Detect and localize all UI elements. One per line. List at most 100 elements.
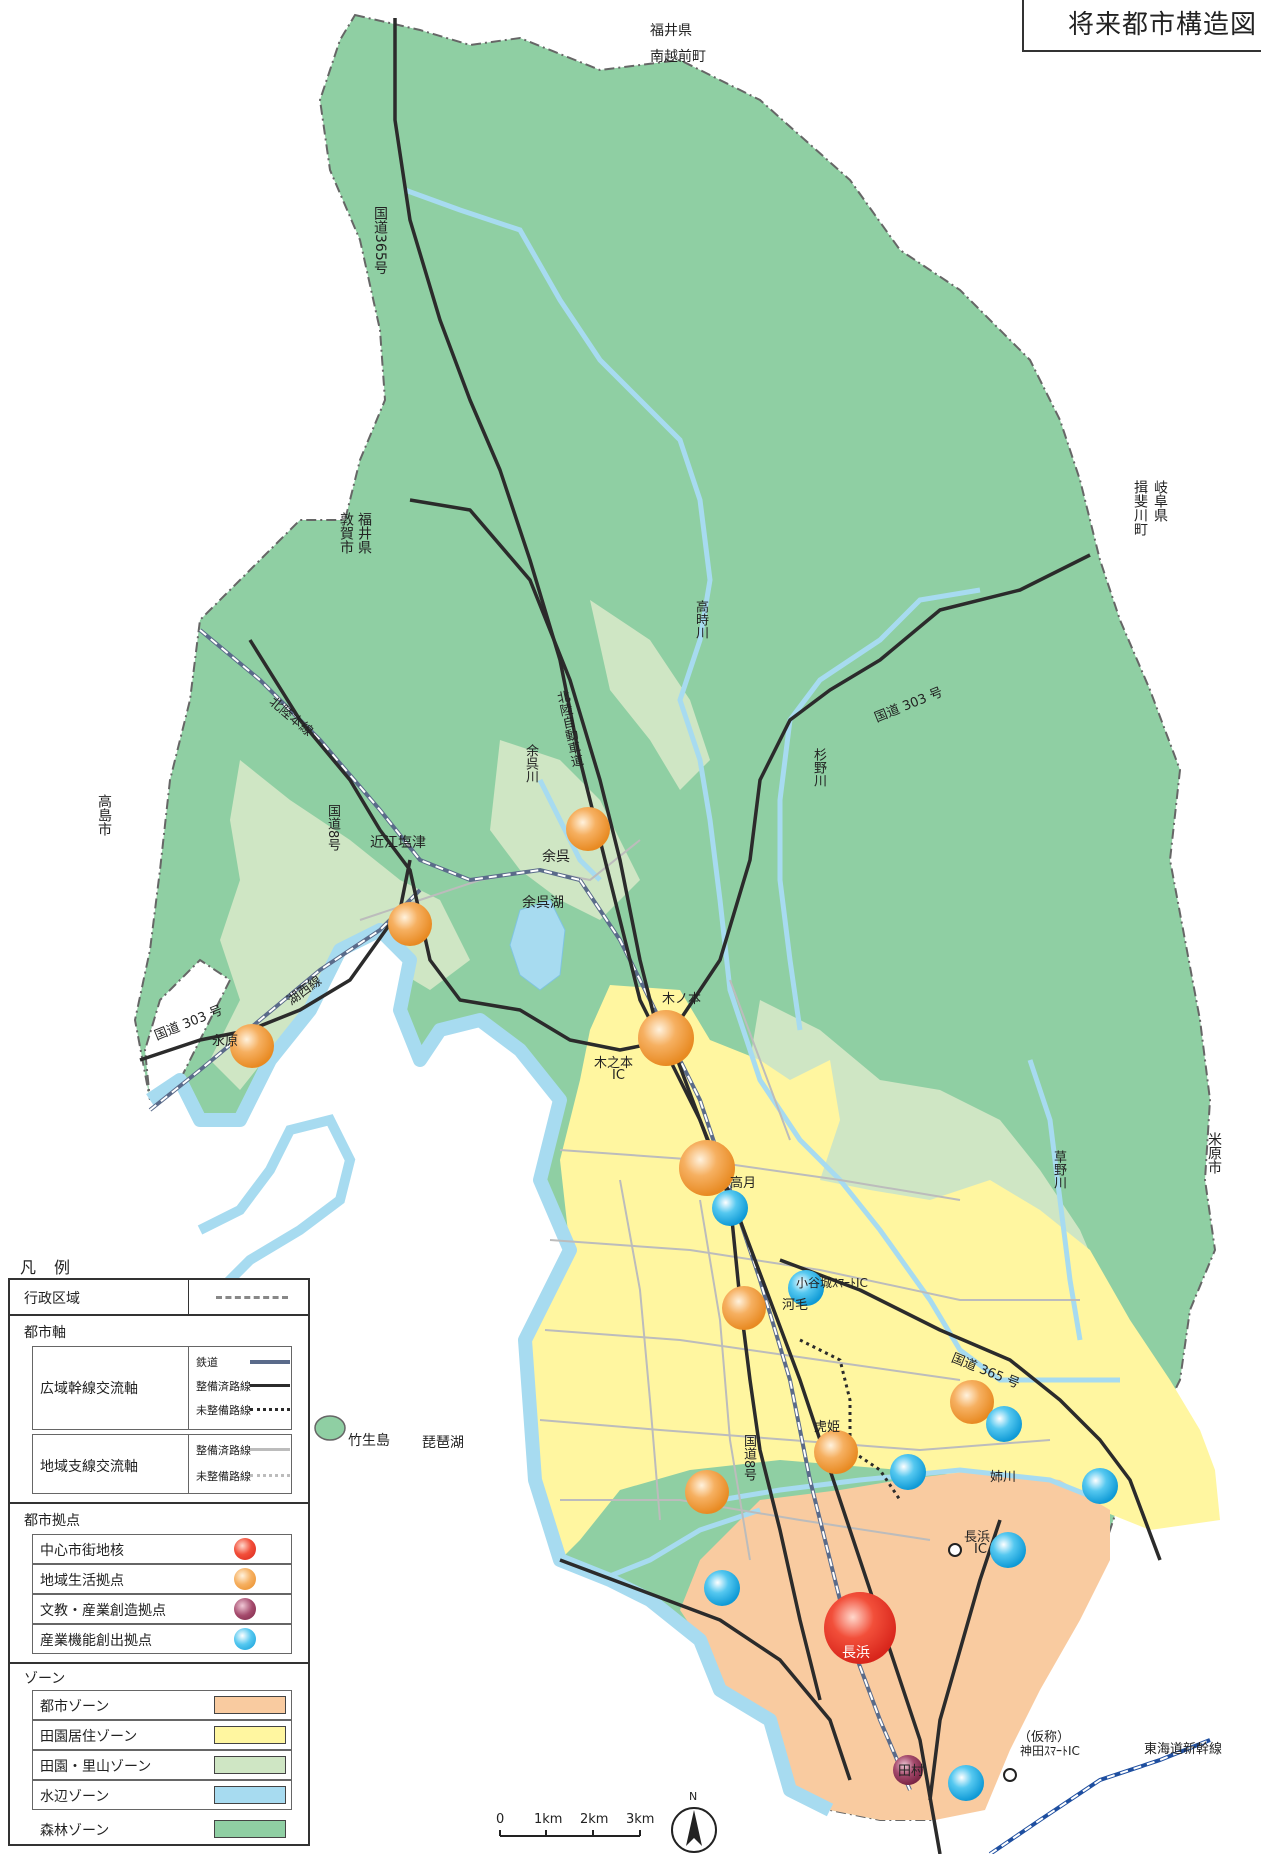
label-yogo-lake: 余呉湖 [522,895,564,911]
legend-zone-toshi: 都市ゾーン [40,1699,110,1715]
south-shore-road [559,1558,852,1781]
north-label: N [689,1790,698,1803]
route-8 [248,639,671,1052]
legend-wide-axis: 広域幹線交流軸 [40,1381,138,1397]
legend-hub-section: 都市拠点 [24,1513,80,1529]
hub-industry-nagahama-ic[interactable] [990,1532,1026,1568]
local-roads [359,839,1080,1561]
hub-local-kinomoto[interactable] [638,1010,694,1066]
label-kanda-ic-2: 神田ｽﾏｰﾄIC [1020,1744,1080,1758]
legend-hub-local-icon [234,1568,256,1590]
label-route-8-south: 国道8号 [741,1434,756,1482]
hub-local-route365[interactable] [950,1380,994,1424]
legend-zone-denen-swatch [214,1726,286,1744]
legend-hub-culture: 文教・産業創造拠点 [40,1603,166,1619]
label-route-8-north: 国道8号 [325,804,340,852]
legend-branch-axis: 地域支線交流軸 [40,1459,138,1475]
undeveloped-road [799,1338,902,1501]
hub-industry-east[interactable] [1082,1468,1118,1504]
label-kusano-river: 草野川 [1051,1150,1066,1189]
legend-zone-forest: 森林ゾーン [40,1823,110,1839]
scale-tick-2km: 2km [580,1812,609,1827]
label-yogo-river: 余呉川 [523,744,538,783]
legend-forest-row: 森林ゾーン [8,1816,310,1846]
hub-industry-route365[interactable] [986,1406,1022,1442]
legend-zone-satoyama: 田園・里山ゾーン [40,1759,152,1775]
label-nagahara: 永原 [212,1034,239,1049]
route-365-south [779,1258,1162,1561]
hub-local-biwa[interactable] [685,1470,729,1514]
yogo-lake [509,899,566,991]
label-nagahama-ic-1: 長浜 [964,1530,991,1545]
legend-hub-industry-icon [234,1628,256,1650]
legend-boundary: 行政区域 [24,1291,80,1307]
scale-bar [499,1830,641,1837]
hub-local-kawake[interactable] [722,1286,766,1330]
hub-local-omi-shiotsu[interactable] [388,902,432,946]
label-kanda-ic-1: （仮称） [1018,1730,1071,1745]
hub-local-yogo[interactable] [566,807,610,851]
label-sugino-river: 杉野川 [811,748,826,787]
legend-railway: 鉄道 [196,1356,218,1369]
north-arrow-icon [671,1807,717,1853]
label-omi-shiotsu: 近江塩津 [370,835,426,851]
legend-zone-water-swatch [214,1786,286,1804]
legend-panel: 行政区域 都市軸 広域幹線交流軸 鉄道 整備済路線 未整備路線 地域支線交流軸 … [8,1278,310,1818]
label-chikubushima: 竹生島 [348,1433,390,1449]
label-tsuruga: 敦賀市 [338,512,354,554]
legend-branch-undeveloped: 未整備路線 [196,1470,251,1483]
legend-zone-toshi-swatch [214,1696,286,1714]
scale-tick-3km: 3km [626,1812,655,1827]
label-gifu-pref: 岐阜県 [1152,480,1168,522]
denen-zone [525,985,1220,1560]
route-303-east [678,553,1091,1021]
label-kinomoto-ic-1: 木之本 [594,1056,634,1071]
route-365-north [393,18,672,1061]
legend-hub-center-icon [234,1538,256,1560]
legend-hub-culture-icon [234,1598,256,1620]
label-minamiechizen: 南越前町 [650,49,706,65]
legend-hub-local: 地域生活拠点 [40,1573,124,1589]
legend-zone-water: 水辺ゾーン [40,1789,110,1805]
label-fukui-pref-north: 福井県 [650,23,692,39]
label-anegawa: 姉川 [990,1470,1017,1485]
hub-culture-tamura[interactable] [893,1755,923,1785]
takatoki-river [404,187,1120,1383]
legend-zone-forest-swatch [214,1820,286,1838]
label-nagahama: 長浜 [842,1645,870,1661]
scale-tick-1km: 1km [534,1812,563,1827]
label-torahime: 虎姫 [814,1420,841,1435]
legend-wide-developed: 整備済路線 [196,1380,251,1393]
label-yogo: 余呉 [542,849,570,865]
legend-hub-center: 中心市街地核 [40,1543,124,1559]
hub-industry-torahime[interactable] [890,1454,926,1490]
label-takatsuki: 高月 [730,1176,757,1191]
label-kinomoto-ic-2: IC [612,1068,625,1083]
label-ibigawa: 揖斐川町 [1132,480,1148,536]
legend-wide-undeveloped: 未整備路線 [196,1404,251,1417]
label-maibara: 米原市 [1206,1132,1222,1174]
label-biwako: 琵琶湖 [422,1435,464,1451]
hub-local-torahime[interactable] [814,1430,858,1474]
hub-industry-kanda[interactable] [948,1765,984,1801]
hub-center-nagahama[interactable] [824,1592,896,1664]
label-fukui-pref-west: 福井県 [356,512,372,554]
hub-industry-odanijo[interactable] [788,1270,824,1306]
satoyama-zone-north [590,600,710,790]
hub-industry-shore[interactable] [704,1570,740,1606]
legend-hub-industry: 産業機能創出拠点 [40,1633,152,1649]
kanda-ic-marker [1003,1768,1017,1782]
hub-industry-takatsuki[interactable] [712,1190,748,1226]
map-title: 将来都市構造図 [1022,0,1261,52]
label-takashima: 高島市 [96,794,112,836]
legend-axis-section: 都市軸 [24,1325,66,1341]
label-kawake: 河毛 [782,1298,809,1313]
south-river [599,1507,761,1583]
legend-zone-denen: 田園居住ゾーン [40,1729,138,1745]
chikubushima-island [314,1415,346,1441]
label-route-365-north: 国道365号 [372,206,388,275]
hub-local-takatsuki[interactable] [679,1140,735,1196]
link-road [928,1519,1002,1801]
hub-local-nagahara[interactable] [230,1024,274,1068]
scale-tick-0: 0 [496,1812,505,1827]
